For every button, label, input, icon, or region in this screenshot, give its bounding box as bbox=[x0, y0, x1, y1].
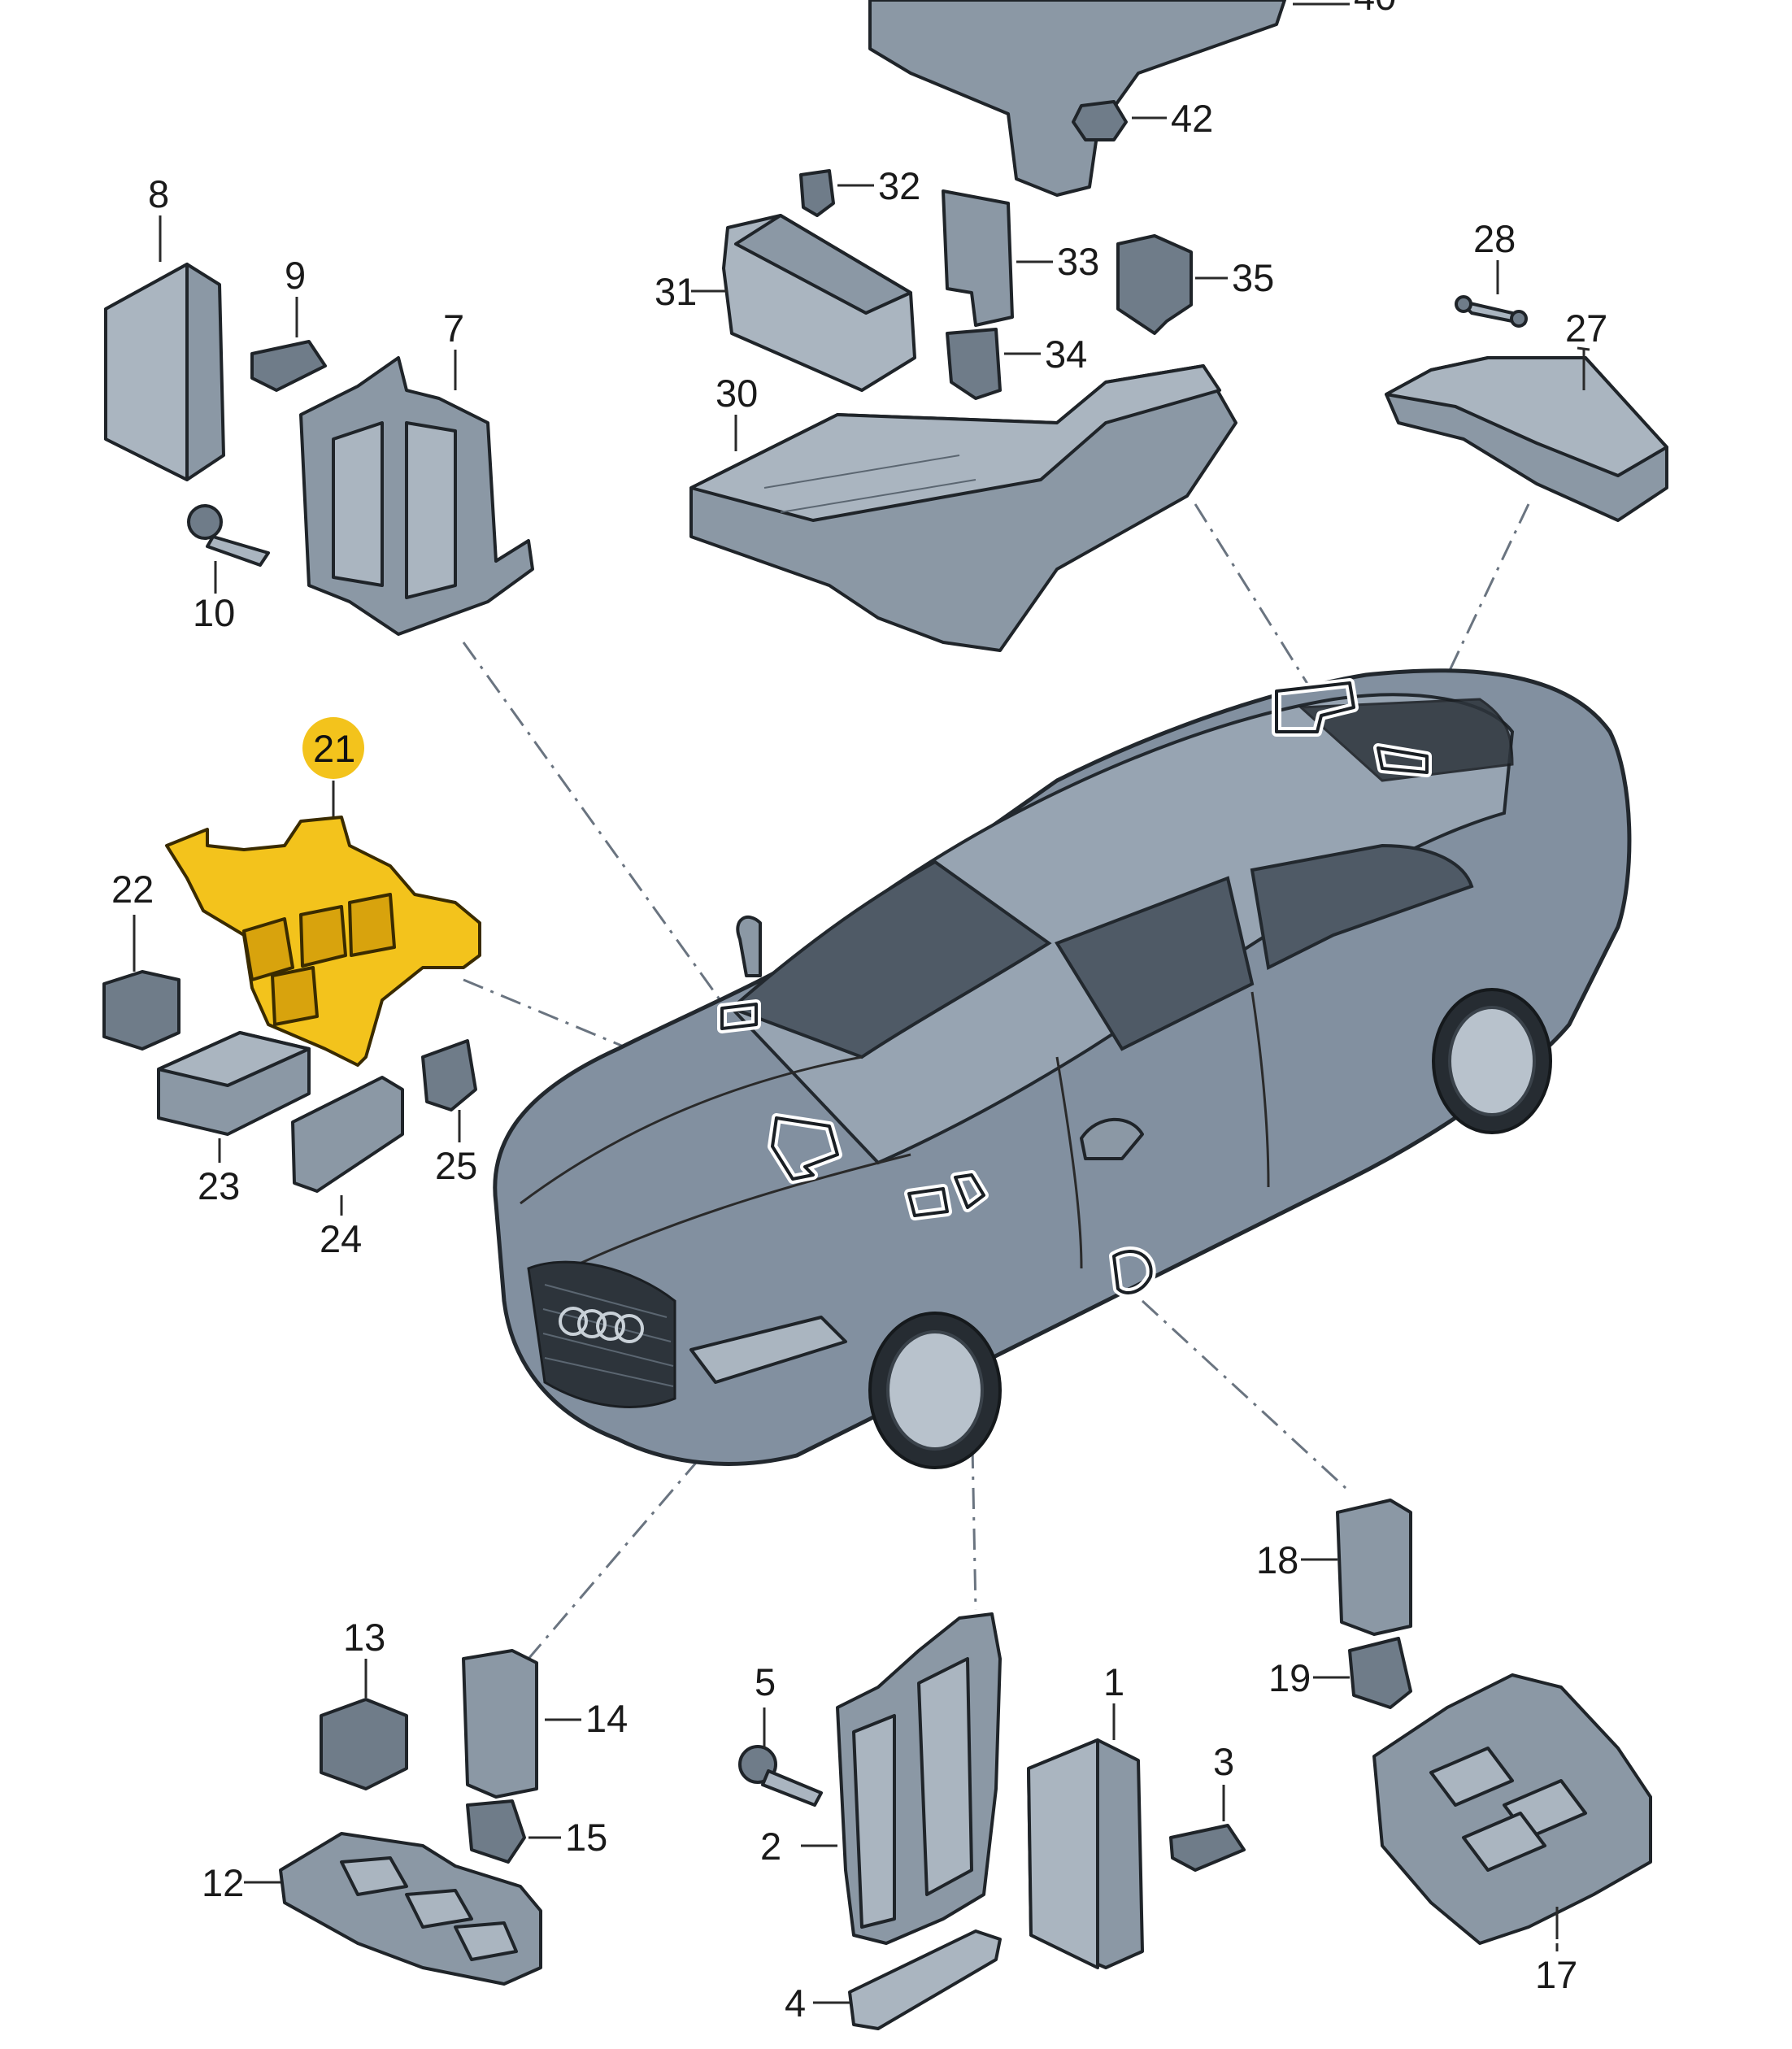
callout-42: 42 bbox=[1171, 97, 1213, 140]
part-31 bbox=[691, 214, 916, 392]
callout-18: 18 bbox=[1256, 1538, 1298, 1581]
location-marker bbox=[1272, 678, 1359, 737]
part-2 bbox=[801, 1612, 1002, 1945]
callout-25: 25 bbox=[435, 1144, 477, 1187]
callout-21-badge bbox=[302, 717, 364, 779]
callout-35: 35 bbox=[1232, 256, 1274, 299]
callout-8: 8 bbox=[148, 172, 169, 215]
callout-13: 13 bbox=[343, 1616, 385, 1659]
part-21-highlighted bbox=[165, 816, 481, 1067]
part-35 bbox=[1116, 234, 1228, 335]
part-42 bbox=[1072, 100, 1167, 141]
callout-33: 33 bbox=[1057, 240, 1099, 283]
grille-mesh bbox=[542, 1284, 674, 1387]
callout-15: 15 bbox=[565, 1816, 607, 1859]
callout-40: 40 bbox=[1354, 0, 1396, 18]
part-40 bbox=[868, 0, 1350, 197]
part-25 bbox=[421, 1039, 477, 1142]
part-13 bbox=[320, 1659, 408, 1790]
part-22 bbox=[102, 915, 181, 1051]
callout-27: 27 bbox=[1565, 307, 1607, 350]
part-18 bbox=[1301, 1499, 1412, 1636]
callout-22: 22 bbox=[111, 868, 154, 911]
callout-3: 3 bbox=[1213, 1740, 1234, 1783]
vehicle-illustration bbox=[493, 668, 1632, 1469]
part-28 bbox=[1455, 260, 1528, 328]
brand-rings bbox=[559, 1307, 644, 1343]
callout-34: 34 bbox=[1045, 333, 1087, 376]
location-marker bbox=[950, 1170, 989, 1212]
part-27 bbox=[1385, 346, 1668, 522]
part-14 bbox=[462, 1649, 581, 1799]
part-19 bbox=[1313, 1637, 1412, 1709]
callout-14: 14 bbox=[585, 1697, 628, 1740]
location-marker bbox=[1373, 743, 1432, 777]
callout-10: 10 bbox=[193, 591, 235, 634]
callout-28: 28 bbox=[1473, 217, 1516, 260]
location-marker bbox=[1109, 1246, 1156, 1298]
part-12 bbox=[244, 1832, 542, 1986]
part-34 bbox=[946, 328, 1041, 400]
callout-30: 30 bbox=[715, 372, 758, 415]
callout-1: 1 bbox=[1103, 1660, 1124, 1703]
part-15 bbox=[466, 1799, 561, 1864]
callout-17: 17 bbox=[1535, 1953, 1577, 1996]
callout-2: 2 bbox=[760, 1825, 781, 1868]
callout-19: 19 bbox=[1268, 1656, 1311, 1699]
callout-5: 5 bbox=[755, 1660, 776, 1703]
callout-32: 32 bbox=[878, 164, 920, 207]
location-marker bbox=[717, 999, 761, 1033]
callout-21: 21 bbox=[313, 727, 355, 770]
part-9 bbox=[250, 297, 327, 392]
part-5 bbox=[738, 1708, 823, 1807]
part-33 bbox=[942, 189, 1053, 327]
callout-4: 4 bbox=[785, 1982, 806, 2025]
part-1 bbox=[1027, 1703, 1144, 1969]
part-4 bbox=[813, 1929, 1002, 2030]
part-10 bbox=[187, 504, 270, 594]
callout-31: 31 bbox=[655, 270, 697, 313]
location-marker bbox=[768, 1113, 842, 1184]
part-23 bbox=[157, 1031, 311, 1163]
callout-24: 24 bbox=[320, 1217, 362, 1260]
part-30 bbox=[689, 364, 1237, 652]
callout-12: 12 bbox=[202, 1861, 244, 1904]
part-32 bbox=[799, 169, 874, 217]
callout-9: 9 bbox=[285, 254, 306, 297]
location-marker bbox=[904, 1184, 952, 1220]
part-17 bbox=[1372, 1673, 1652, 1951]
part-8 bbox=[104, 215, 225, 481]
callout-7: 7 bbox=[443, 307, 464, 350]
part-24 bbox=[291, 1076, 404, 1216]
part-3 bbox=[1169, 1785, 1246, 1872]
callout-23: 23 bbox=[198, 1164, 240, 1207]
part-7 bbox=[299, 350, 534, 636]
